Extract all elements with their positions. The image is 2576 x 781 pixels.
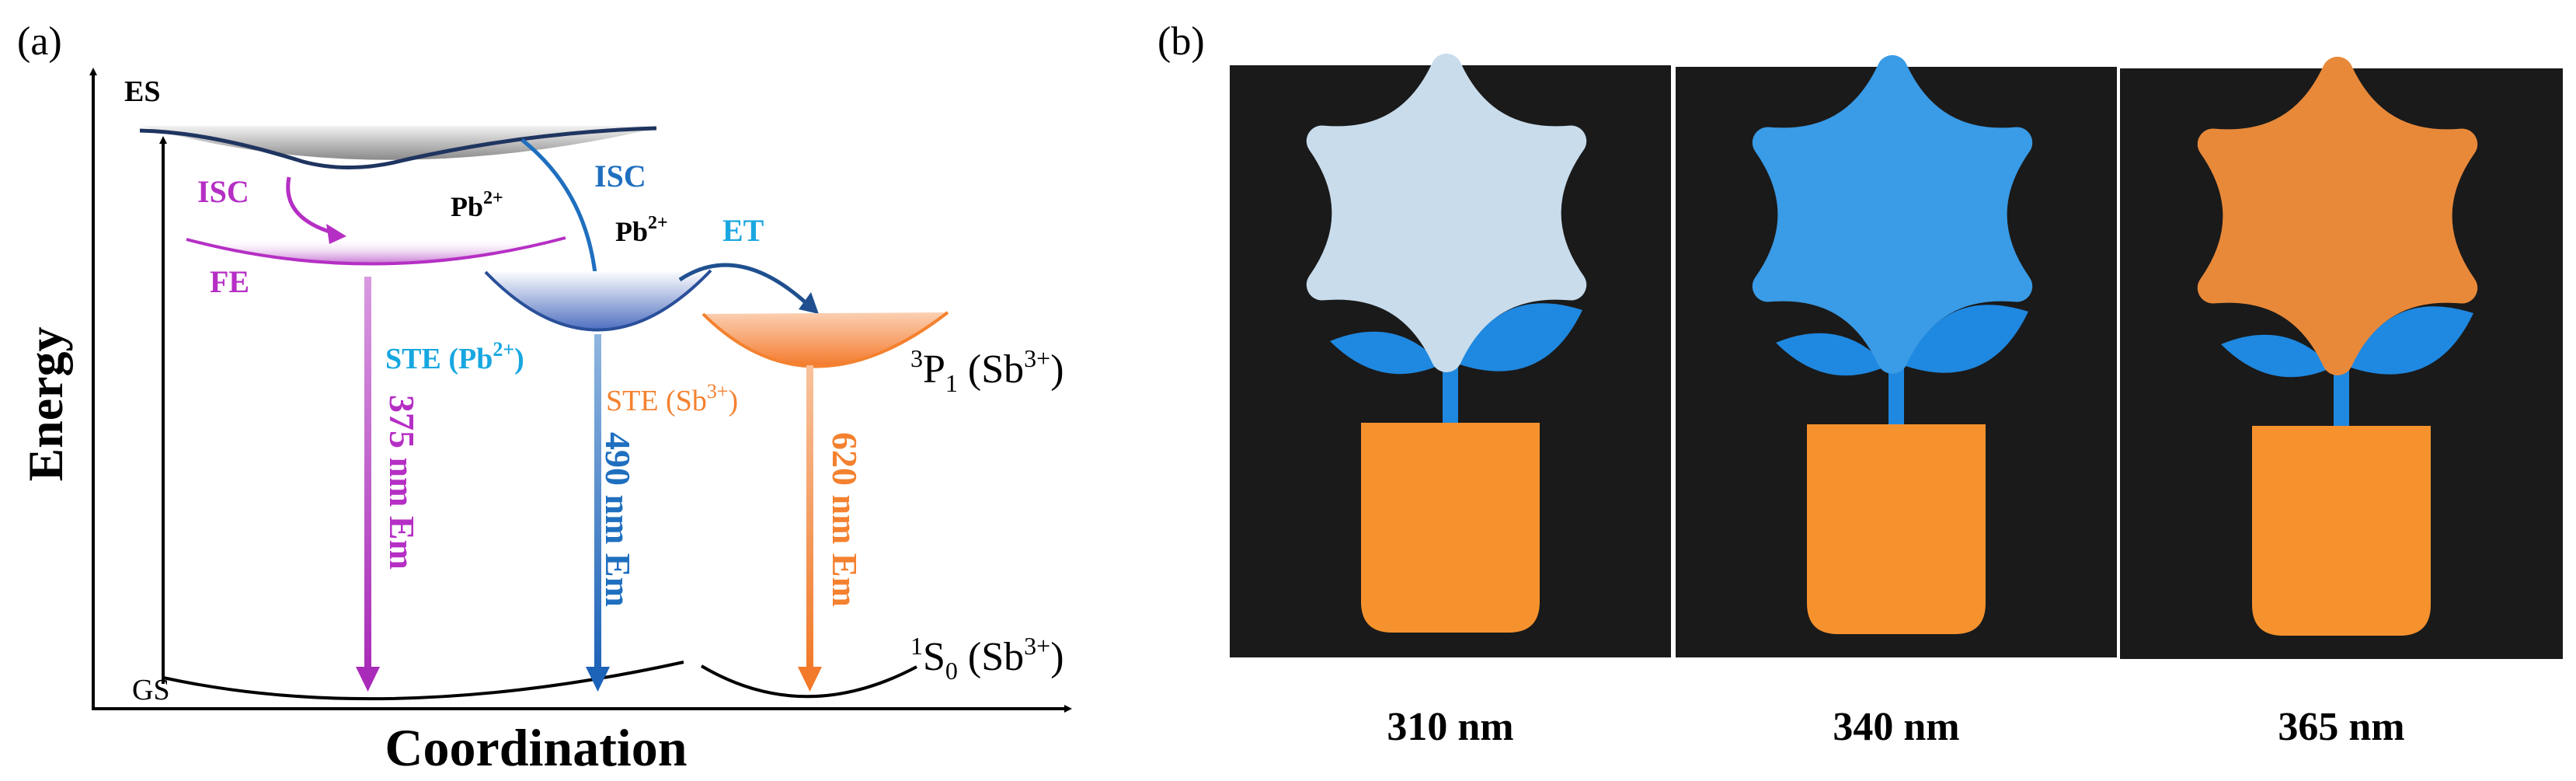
- emission-label-375: 375 nm Em: [382, 395, 422, 570]
- excitation-label: 340 nm: [1833, 705, 1959, 749]
- p1-label: 3P1 (Sb3+): [910, 344, 1064, 397]
- emission-arrow-620-head: [798, 667, 822, 692]
- flower-pot: [1361, 423, 1540, 633]
- panel-b-label: (b): [1157, 19, 1205, 64]
- panel-a: (a) Energy Coordination ES GS FE ISC Pb2…: [17, 19, 1072, 777]
- emission-arrow-490: [594, 334, 601, 670]
- emission-label-490: 490 nm Em: [598, 432, 638, 607]
- et-label: ET: [722, 213, 764, 248]
- flower-pot: [2252, 426, 2431, 636]
- s0-label: 1S0 (Sb3+): [910, 632, 1064, 685]
- ste-sb-label: STE (Sb3+): [606, 380, 738, 417]
- leaf-right: [1906, 305, 2028, 373]
- excitation-label: 365 nm: [2278, 705, 2404, 749]
- flower-pot: [1807, 424, 1986, 634]
- y-axis-label: Energy: [18, 326, 73, 481]
- flower-head: [1752, 55, 2033, 374]
- isc-arrow-fe-head: [326, 224, 346, 244]
- photo-panel-2: 340 nm: [1676, 55, 2117, 749]
- emission-arrow-620: [806, 365, 813, 668]
- photo-panel-3: 365 nm: [2120, 57, 2563, 749]
- pb-label-2: Pb2+: [615, 213, 668, 247]
- emission-arrow-490-head: [586, 667, 610, 692]
- es-curve: [139, 126, 657, 169]
- isc-label-pb: ISC: [594, 159, 646, 194]
- pb-label-1: Pb2+: [451, 188, 503, 222]
- et-arrow-head: [799, 292, 819, 314]
- emission-arrow-375-head: [356, 667, 380, 692]
- ste-sb-fill: [703, 312, 948, 367]
- x-axis-label: Coordination: [385, 718, 687, 777]
- emission-label-620: 620 nm Em: [825, 432, 865, 607]
- leaf-left: [1776, 333, 1887, 376]
- leaf-left: [1330, 331, 1441, 375]
- leaf-right: [1460, 303, 1582, 371]
- ste-pb-curve: [484, 269, 712, 332]
- isc-arrow-fe: [286, 176, 335, 235]
- sb-s0-curve: [700, 664, 917, 699]
- es-label: ES: [124, 75, 160, 108]
- gs-label: GS: [132, 674, 170, 706]
- et-arrow: [678, 263, 809, 306]
- panel-a-label: (a): [17, 19, 62, 64]
- excitation-label: 310 nm: [1387, 705, 1513, 749]
- fe-label: FE: [210, 264, 249, 299]
- fe-curve: [186, 236, 566, 266]
- flower-head: [1306, 54, 1587, 372]
- photo-panel-1: 310 nm: [1230, 54, 1671, 749]
- isc-label-fe: ISC: [197, 174, 249, 209]
- leaf-left: [2221, 334, 2332, 378]
- panel-b: (b) 310 nm 340 nm 365 nm: [1157, 19, 2563, 749]
- ste-sb-curve: [701, 311, 949, 368]
- ste-pb-label: STE (Pb2+): [385, 338, 524, 375]
- photo-group: 310 nm 340 nm 365 nm: [1230, 54, 2563, 749]
- leaf-right: [2351, 306, 2473, 375]
- isc-arrow-pb: [520, 138, 599, 290]
- flower-head: [2197, 57, 2478, 375]
- emission-arrow-375: [364, 277, 371, 669]
